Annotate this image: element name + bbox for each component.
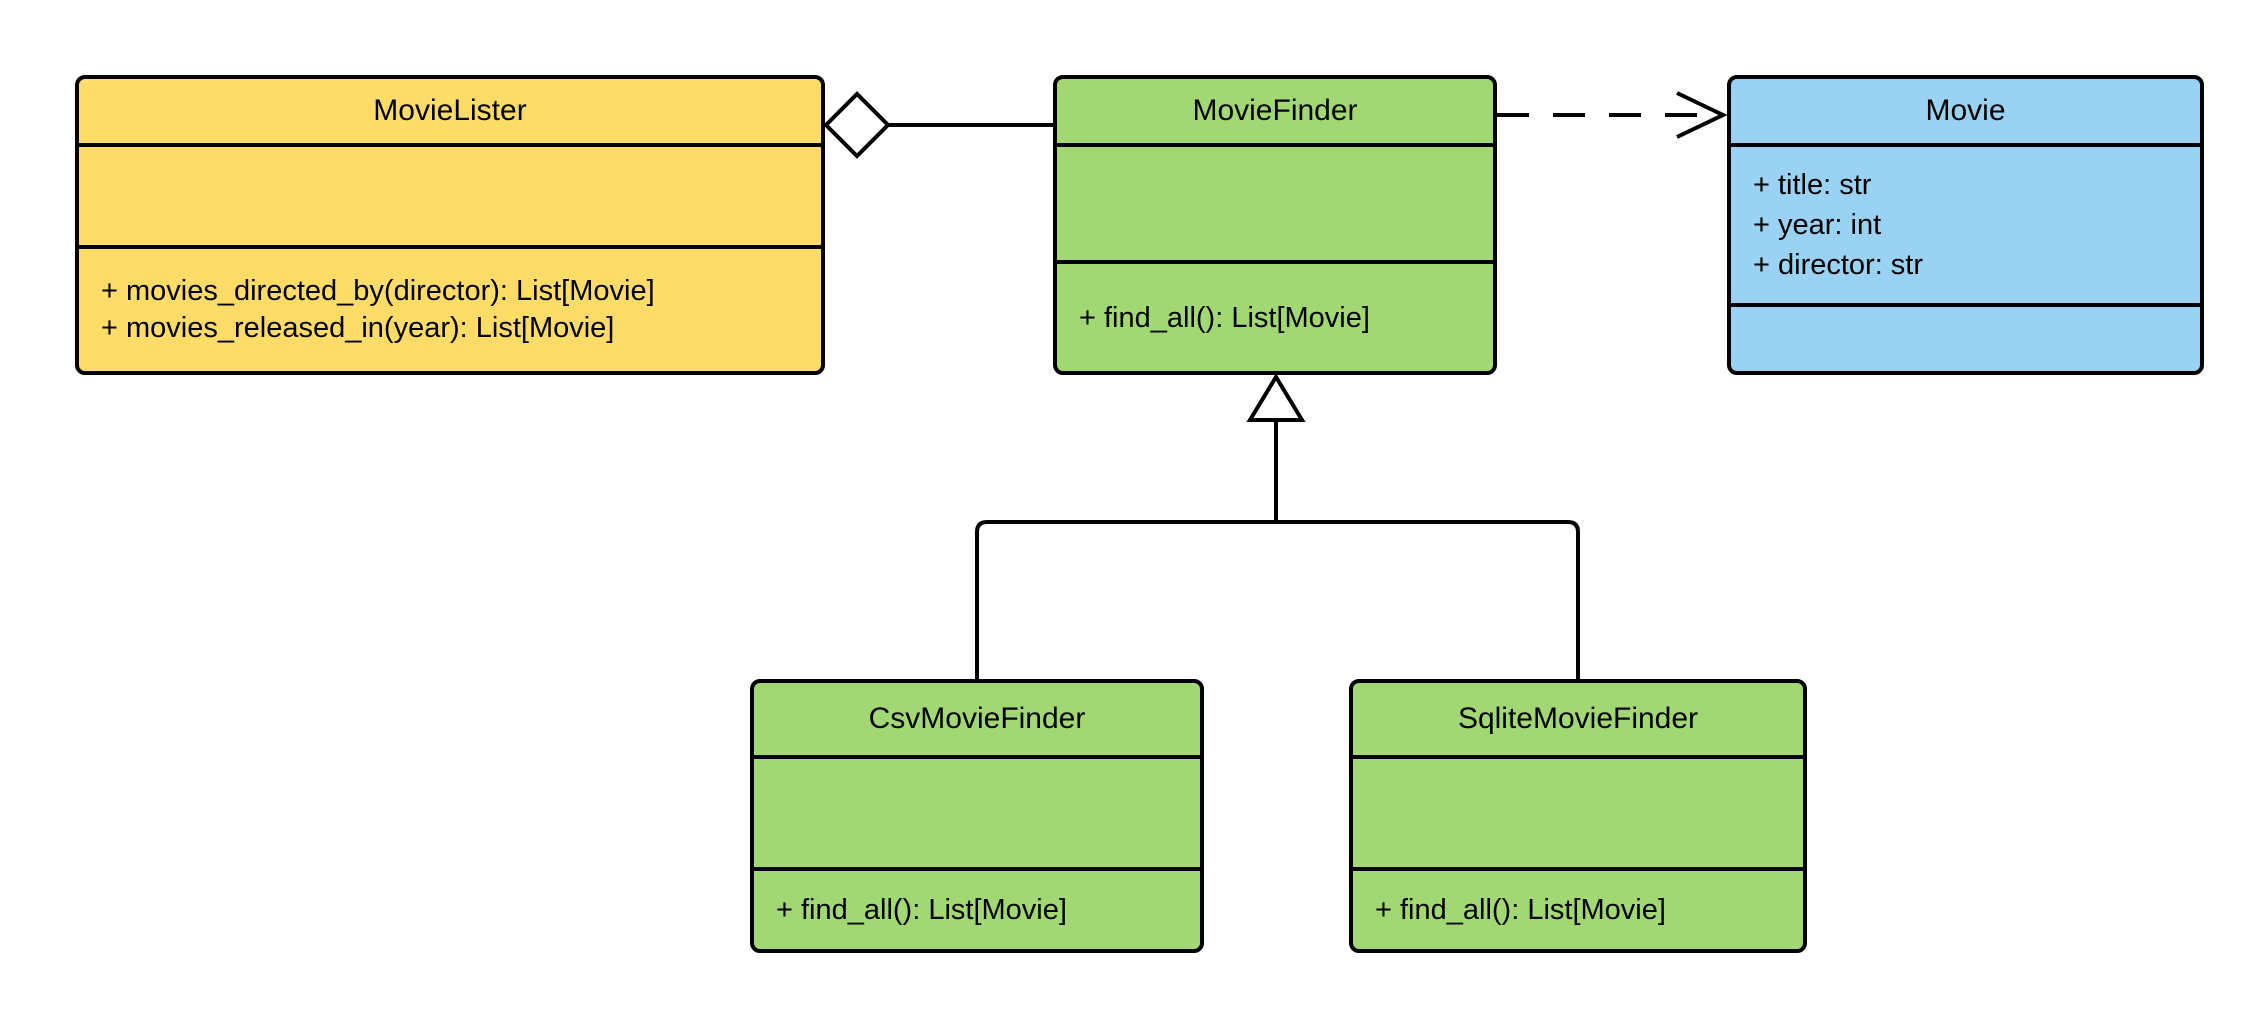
methods-section: + movies_directed_by(director): List[Mov… <box>79 245 821 371</box>
methods-section: + find_all(): List[Movie] <box>1057 260 1493 371</box>
class-box-csvmoviefinder: CsvMovieFinder + find_all(): List[Movie] <box>750 679 1204 953</box>
methods-section: + find_all(): List[Movie] <box>1353 867 1803 949</box>
method-item: + find_all(): List[Movie] <box>1375 894 1666 926</box>
method-item: + find_all(): List[Movie] <box>1079 301 1370 334</box>
class-title: SqliteMovieFinder <box>1457 702 1699 735</box>
class-title: MovieFinder <box>1192 94 1358 127</box>
inheritance-triangle-icon <box>1246 373 1306 422</box>
method-item: + movies_released_in(year): List[Movie] <box>101 312 615 344</box>
attribute-item: + title: str <box>1753 169 1872 201</box>
methods-section: + find_all(): List[Movie] <box>754 867 1200 949</box>
attributes-section <box>1057 143 1493 260</box>
method-item: + movies_directed_by(director): List[Mov… <box>101 275 655 307</box>
inheritance-connector-line <box>975 520 1580 679</box>
aggregation-diamond-icon <box>823 91 891 159</box>
attribute-item: + year: int <box>1753 209 1882 241</box>
class-title: CsvMovieFinder <box>868 702 1086 735</box>
class-title: MovieLister <box>373 94 527 127</box>
attributes-section <box>754 755 1200 867</box>
attributes-section: + title: str + year: int + director: str <box>1731 143 2200 303</box>
methods-section <box>1731 303 2200 371</box>
class-box-movie: Movie + title: str + year: int + directo… <box>1727 75 2204 375</box>
class-title: Movie <box>1925 94 2006 127</box>
attributes-section <box>1353 755 1803 867</box>
dependency-arrowhead-icon <box>1676 91 1728 139</box>
class-box-movielister: MovieLister + movies_directed_by(directo… <box>75 75 825 375</box>
class-box-sqlitemoviefinder: SqliteMovieFinder + find_all(): List[Mov… <box>1349 679 1807 953</box>
attributes-section <box>79 143 821 245</box>
method-item: + find_all(): List[Movie] <box>776 894 1067 926</box>
class-box-moviefinder: MovieFinder + find_all(): List[Movie] <box>1053 75 1497 375</box>
attribute-item: + director: str <box>1753 249 1924 281</box>
